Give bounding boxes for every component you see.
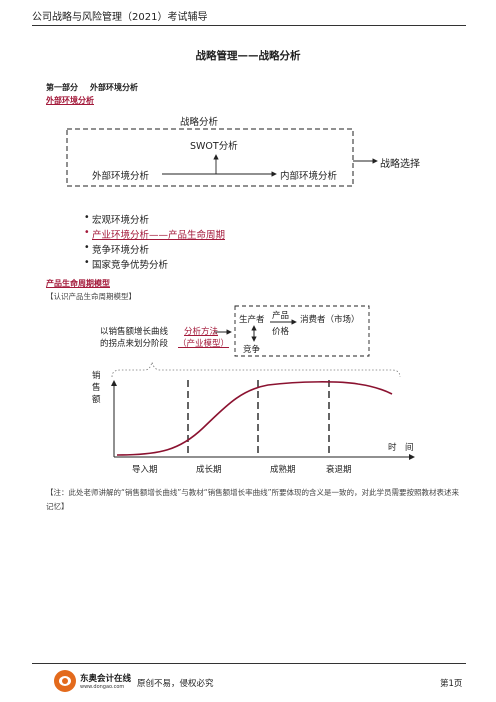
- stage-label-maturity: 成熟期: [270, 465, 296, 475]
- header-divider: [32, 25, 466, 26]
- section-heading-external: 外部环境分析: [46, 96, 94, 105]
- logo-icon: [54, 670, 76, 692]
- footer-slogan: 原创不易，侵权必究: [137, 679, 214, 689]
- external-analysis-label: 外部环境分析: [92, 171, 150, 182]
- consumer-label: 消费者（市场）: [300, 315, 360, 325]
- footer-divider: [32, 663, 466, 664]
- part-name: 外部环境分析: [90, 83, 138, 92]
- brace: [111, 361, 401, 378]
- section-heading-lifecycle: 产品生命周期模型: [46, 279, 110, 288]
- part-label: 第一部分: [46, 83, 78, 92]
- page-number: 第1页: [440, 679, 463, 689]
- stage-label-intro: 导入期: [132, 465, 158, 475]
- bullet-item: •国家竞争优势分析: [84, 257, 169, 271]
- strategy-analysis-label: 战略分析: [180, 117, 219, 128]
- competition-label: 竞争: [243, 345, 261, 355]
- stage-label-decline: 衰退期: [326, 465, 352, 475]
- strategy-choice-label: 战略选择: [380, 159, 420, 170]
- section-note: 【认识产品生命周期模型】: [46, 292, 136, 301]
- page-title: 战略管理——战略分析: [195, 50, 301, 62]
- x-axis-label: 时 间: [388, 443, 414, 453]
- product-label: 产品: [272, 311, 290, 321]
- strategy-analysis-box: [66, 128, 354, 187]
- internal-analysis-label: 内部环境分析: [280, 171, 338, 182]
- bullet-item: •竞争环境分析: [84, 242, 150, 256]
- method-desc-line1: 以销售额增长曲线: [100, 327, 169, 337]
- producer-label: 生产者: [239, 315, 265, 325]
- logo-name: 东奥会计在线: [80, 674, 132, 684]
- industry-model-box: [234, 305, 370, 357]
- footnote: 【注：此处老师讲解的“销售额增长曲线”与教材“销售额增长率曲线”所要体现的含义是…: [46, 488, 460, 511]
- method-desc-line2: 的拐点来划分阶段: [100, 339, 169, 349]
- part-heading: 第一部分 外部环境分析: [46, 82, 138, 93]
- y-axis-label: 销售额: [92, 371, 101, 405]
- price-label: 价格: [272, 327, 290, 337]
- method-model-label: （产业模型）: [178, 339, 230, 349]
- swot-label: SWOT分析: [190, 141, 238, 152]
- sales-curve: [116, 381, 393, 456]
- method-label: 分析方法: [184, 327, 219, 337]
- header-text: 公司战略与风险管理（2021）考试辅导: [32, 12, 208, 23]
- logo-url: www.dongao.com: [80, 684, 125, 690]
- bullet-item-highlight: •产业环境分析——产品生命周期: [84, 227, 226, 241]
- bullet-item: •宏观环境分析: [84, 212, 150, 226]
- stage-label-growth: 成长期: [196, 465, 222, 475]
